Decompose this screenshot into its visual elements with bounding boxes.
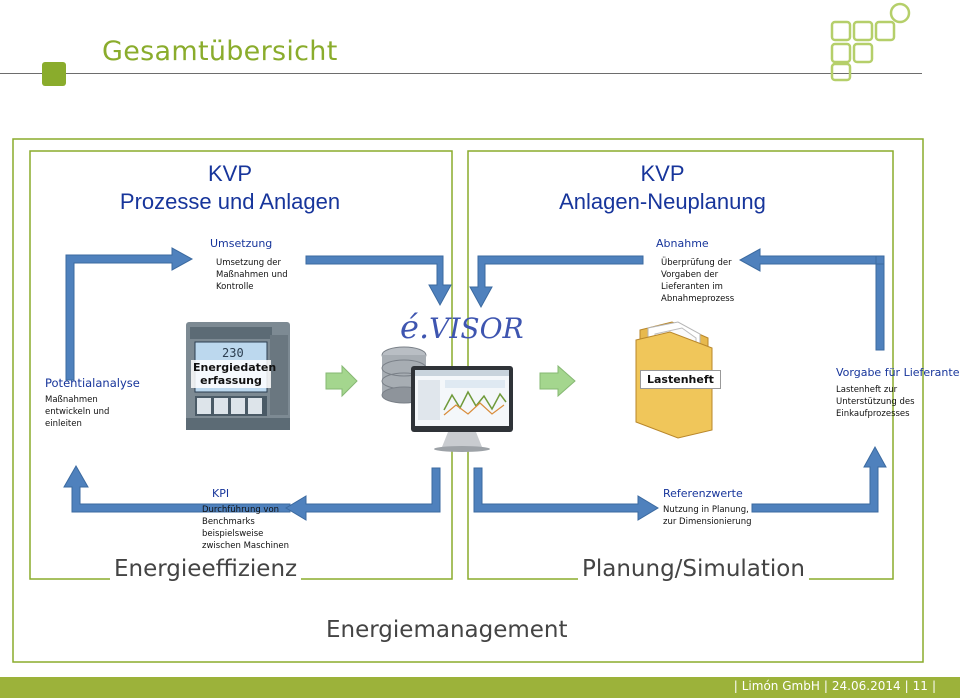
- kpi-text: Durchführung von Benchmarks beispielswei…: [202, 504, 289, 552]
- vorgabe-text-line: Unterstützung des: [836, 397, 915, 407]
- kpi-text-line: beispielsweise: [202, 529, 264, 539]
- footer-sep: |: [823, 679, 828, 693]
- vorgabe-text-line: Lastenheft zur: [836, 385, 898, 395]
- kpi-text-line: Benchmarks: [202, 517, 255, 527]
- energieeffizienz-label: Energieeffizienz: [110, 556, 302, 582]
- kpi-title: KPI: [212, 487, 230, 500]
- company-logo-icon: [830, 2, 911, 82]
- abnahme-text-line: Überprüfung der: [661, 258, 732, 268]
- footer-sep: |: [733, 679, 738, 693]
- device-display-value: 230: [222, 346, 244, 360]
- umsetzung-text-line: Umsetzung der: [216, 258, 281, 268]
- header-divider: [0, 73, 922, 74]
- umsetzung-text: Umsetzung der Maßnahmen und Kontrolle: [216, 257, 288, 293]
- abnahme-text-line: Lieferanten im: [661, 282, 723, 292]
- footer-company: Limón GmbH: [741, 679, 820, 693]
- footer-sep: |: [931, 679, 936, 693]
- evisor-logo-text: VISOR: [429, 312, 524, 345]
- outer-frame: [12, 138, 924, 663]
- abnahme-text-line: Abnahmeprozess: [661, 294, 735, 304]
- right-top-left-arrow: [469, 255, 644, 309]
- kpi-text-line: zwischen Maschinen: [202, 541, 289, 551]
- potential-text-line: einleiten: [45, 419, 82, 429]
- abnahme-text-line: Vorgaben der: [661, 270, 719, 280]
- energiemanagement-label: Energiemanagement: [322, 617, 572, 643]
- left-top-arrow: [65, 247, 194, 381]
- right-bottom-left-arrow: [473, 467, 659, 521]
- referenz-title: Referenzwerte: [663, 487, 743, 500]
- right-heading-line1: KVP: [640, 161, 685, 186]
- green-arrow-2: [539, 364, 576, 398]
- footer-page: 11: [912, 679, 928, 693]
- device-label-line2: erfassung: [200, 374, 262, 387]
- footer-sep: |: [904, 679, 909, 693]
- left-heading-line2: Prozesse und Anlagen: [119, 189, 341, 214]
- umsetzung-title: Umsetzung: [210, 237, 273, 250]
- monitor-icon: [411, 366, 513, 452]
- green-arrow-1: [325, 364, 358, 398]
- potential-text: Maßnahmen entwickeln und einleiten: [45, 394, 109, 430]
- referenz-text-line: Nutzung in Planung,: [663, 505, 749, 515]
- device-label-line1: Energiedaten: [193, 361, 277, 374]
- vorgabe-text-line: Einkaufprozesses: [836, 409, 910, 419]
- device-label: Energiedaten erfassung: [191, 360, 277, 388]
- evisor-logo-e: é.: [400, 308, 430, 346]
- vorgabe-text: Lastenheft zur Unterstützung des Einkauf…: [836, 384, 915, 420]
- vorgabe-title: Vorgabe für Lieferanten: [836, 366, 960, 379]
- evisor-logo: é.VISOR: [400, 308, 524, 346]
- database-icon: [381, 346, 427, 404]
- left-bottom-right-arrow: [285, 467, 441, 521]
- umsetzung-text-line: Maßnahmen und: [216, 270, 288, 280]
- left-heading-line1: KVP: [207, 161, 253, 186]
- lastenheft-label: Lastenheft: [640, 370, 721, 389]
- potential-text-line: entwickeln und: [45, 407, 110, 417]
- kpi-text-line: Durchführung von: [202, 505, 280, 515]
- right-top-right-arrow: [738, 248, 885, 351]
- umsetzung-text-line: Kontrolle: [216, 282, 254, 292]
- abnahme-text: Überprüfung der Vorgaben der Lieferanten…: [661, 257, 734, 305]
- referenz-text: Nutzung in Planung, zur Dimensionierung: [663, 504, 751, 528]
- left-heading: KVP Prozesse und Anlagen: [60, 160, 400, 216]
- referenz-text-line: zur Dimensionierung: [663, 517, 752, 527]
- planung-simulation-label: Planung/Simulation: [578, 556, 809, 582]
- abnahme-title: Abnahme: [656, 237, 709, 250]
- footer-date: 24.06.2014: [831, 679, 901, 693]
- page-title: Gesamtübersicht: [102, 36, 338, 67]
- right-heading-line2: Anlagen-Neuplanung: [559, 189, 766, 214]
- right-bottom-right-arrow: [751, 445, 887, 513]
- footer-text: |Limón GmbH|24.06.2014|11|: [732, 679, 938, 693]
- right-heading: KVP Anlagen-Neuplanung: [500, 160, 825, 216]
- potential-text-line: Maßnahmen: [45, 395, 98, 405]
- header-square-accent: [42, 62, 66, 86]
- potential-title: Potentialanalyse: [45, 376, 140, 390]
- left-top-right-arrow: [305, 255, 452, 307]
- footer-bar: [0, 677, 960, 698]
